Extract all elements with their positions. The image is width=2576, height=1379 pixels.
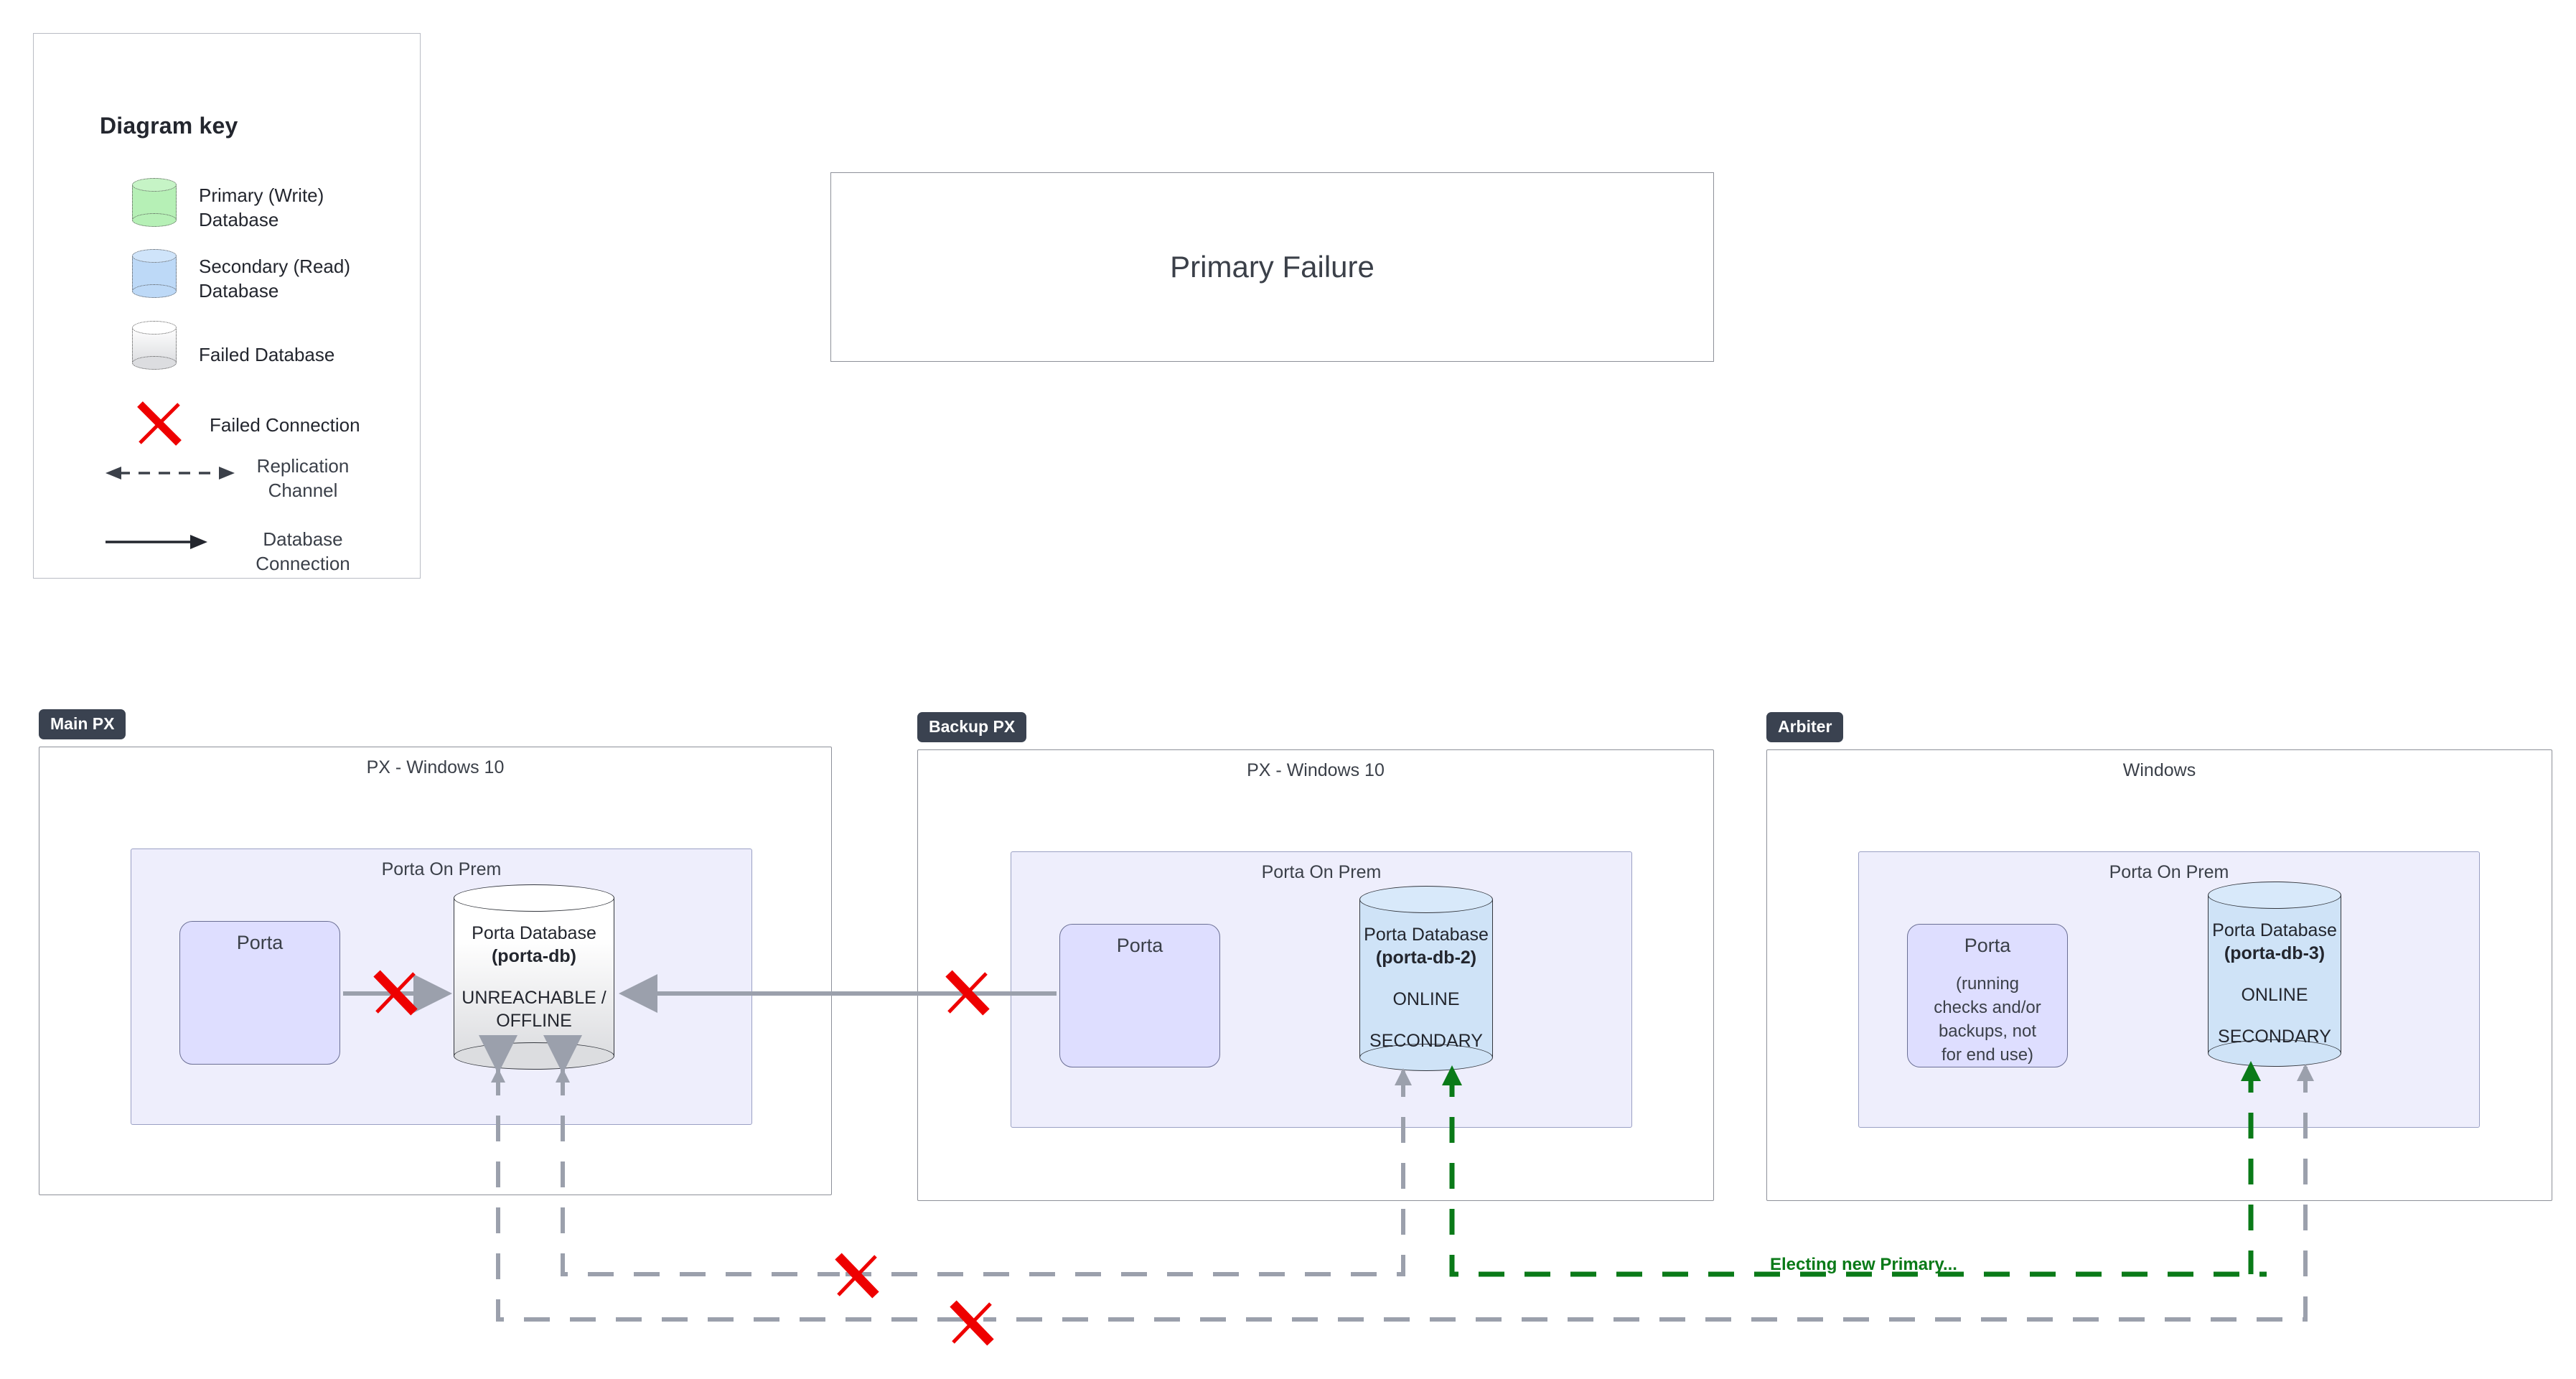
host-badge-main-px: Main PX (39, 709, 126, 739)
failed-connection-x-replication-upper (835, 1253, 879, 1299)
db-line1-porta-db-2: Porta Database (1364, 925, 1489, 945)
legend-secondary-line2: Database (199, 280, 279, 301)
database-label-group-porta-db-3: Porta Database (porta-db-3) ONLINE SECON… (2208, 882, 2341, 1067)
legend-label-failed-connection: Failed Connection (210, 414, 360, 436)
legend-replication-line2: Channel (268, 480, 338, 501)
legend-label-db-connection: Database Connection (228, 527, 378, 576)
db-status-line2-porta-db-3: SECONDARY (2218, 1027, 2331, 1047)
porta-app-title-arbiter: Porta (1964, 935, 2011, 956)
cylinder-green-icon (132, 178, 177, 227)
cylinder-top (1359, 886, 1493, 913)
host-badge-arbiter: Arbiter (1766, 712, 1844, 742)
cylinder-top (2208, 882, 2341, 909)
porta-app-backup-px: Porta (1059, 924, 1220, 1067)
host-os-label-backup-px: PX - Windows 10 (1247, 760, 1385, 780)
db-name-porta-db: (porta-db) (491, 946, 577, 966)
porta-app-title-backup-px: Porta (1116, 935, 1163, 956)
db-status-line2-porta-db-2: SECONDARY (1369, 1031, 1483, 1051)
db-line1-porta-db-3: Porta Database (2212, 920, 2337, 940)
failed-connection-x-replication-lower (950, 1300, 994, 1346)
red-x-icon (137, 401, 182, 446)
host-badge-backup-px: Backup PX (917, 712, 1027, 742)
host-os-label-main-px: PX - Windows 10 (366, 757, 505, 777)
legend-primary-line2: Database (199, 209, 279, 230)
database-label-group-porta-db-2: Porta Database (porta-db-2) ONLINE SECON… (1359, 886, 1493, 1071)
scenario-title-text: Primary Failure (1170, 250, 1374, 284)
db-line1-porta-db: Porta Database (472, 923, 596, 943)
cylinder-body (2208, 895, 2341, 1053)
legend-label-secondary-db: Secondary (Read) Database (199, 254, 400, 303)
porta-app-arbiter: Porta (running checks and/or backups, no… (1907, 924, 2068, 1067)
cylinder-body (1359, 899, 1493, 1057)
porta-app-note-arbiter: (running checks and/or backups, not for … (1934, 974, 2041, 1065)
legend-label-primary-db: Primary (Write) Database (199, 183, 393, 232)
database-cylinder-porta-db-3: Porta Database (porta-db-3) ONLINE SECON… (2208, 882, 2341, 1067)
legend-dbconn-line2: Connection (256, 553, 350, 574)
db-status-line1-porta-db: UNREACHABLE / (462, 988, 606, 1008)
database-label-group-porta-db: Porta Database (porta-db) UNREACHABLE / … (454, 884, 614, 1070)
cylinder-blue-icon (132, 249, 177, 298)
onprem-label-arbiter: Porta On Prem (2109, 862, 2229, 882)
solid-arrow-icon (106, 535, 207, 549)
legend-dbconn-line1: Database (263, 528, 343, 550)
onprem-label-backup-px: Porta On Prem (1261, 862, 1382, 882)
cylinder-gray-icon (132, 321, 177, 370)
porta-app-main-px: Porta (179, 921, 340, 1065)
onprem-label-main-px: Porta On Prem (381, 859, 502, 879)
legend-label-replication: Replication Channel (228, 454, 378, 502)
db-status-line2-porta-db: OFFLINE (496, 1011, 572, 1031)
electing-new-primary-label: Electing new Primary... (1770, 1255, 1957, 1274)
cylinder-body (454, 898, 614, 1056)
db-status-line1-porta-db-3: ONLINE (2241, 985, 2308, 1005)
db-name-porta-db-2: (porta-db-2) (1375, 948, 1477, 968)
scenario-title-card: Primary Failure (830, 172, 1714, 362)
dashed-double-arrow-icon (106, 467, 235, 480)
diagram-key-panel: Diagram key Primary (Write) Database Sec… (33, 33, 421, 579)
cylinder-bottom (1359, 1044, 1493, 1071)
legend-secondary-line1: Secondary (Read) (199, 256, 350, 277)
legend-primary-line1: Primary (Write) (199, 184, 324, 206)
legend-replication-line1: Replication (256, 455, 350, 477)
database-cylinder-porta-db-2: Porta Database (porta-db-2) ONLINE SECON… (1359, 886, 1493, 1071)
db-name-porta-db-3: (porta-db-3) (2224, 943, 2326, 963)
db-status-line1-porta-db-2: ONLINE (1392, 989, 1460, 1009)
database-cylinder-porta-db: Porta Database (porta-db) UNREACHABLE / … (454, 884, 614, 1070)
diagram-key-title: Diagram key (100, 113, 238, 139)
cylinder-top (454, 884, 614, 912)
legend-label-failed-db: Failed Database (199, 344, 335, 365)
porta-app-title-main-px: Porta (236, 932, 284, 953)
cylinder-bottom (2208, 1039, 2341, 1067)
host-os-label-arbiter: Windows (2122, 760, 2196, 780)
